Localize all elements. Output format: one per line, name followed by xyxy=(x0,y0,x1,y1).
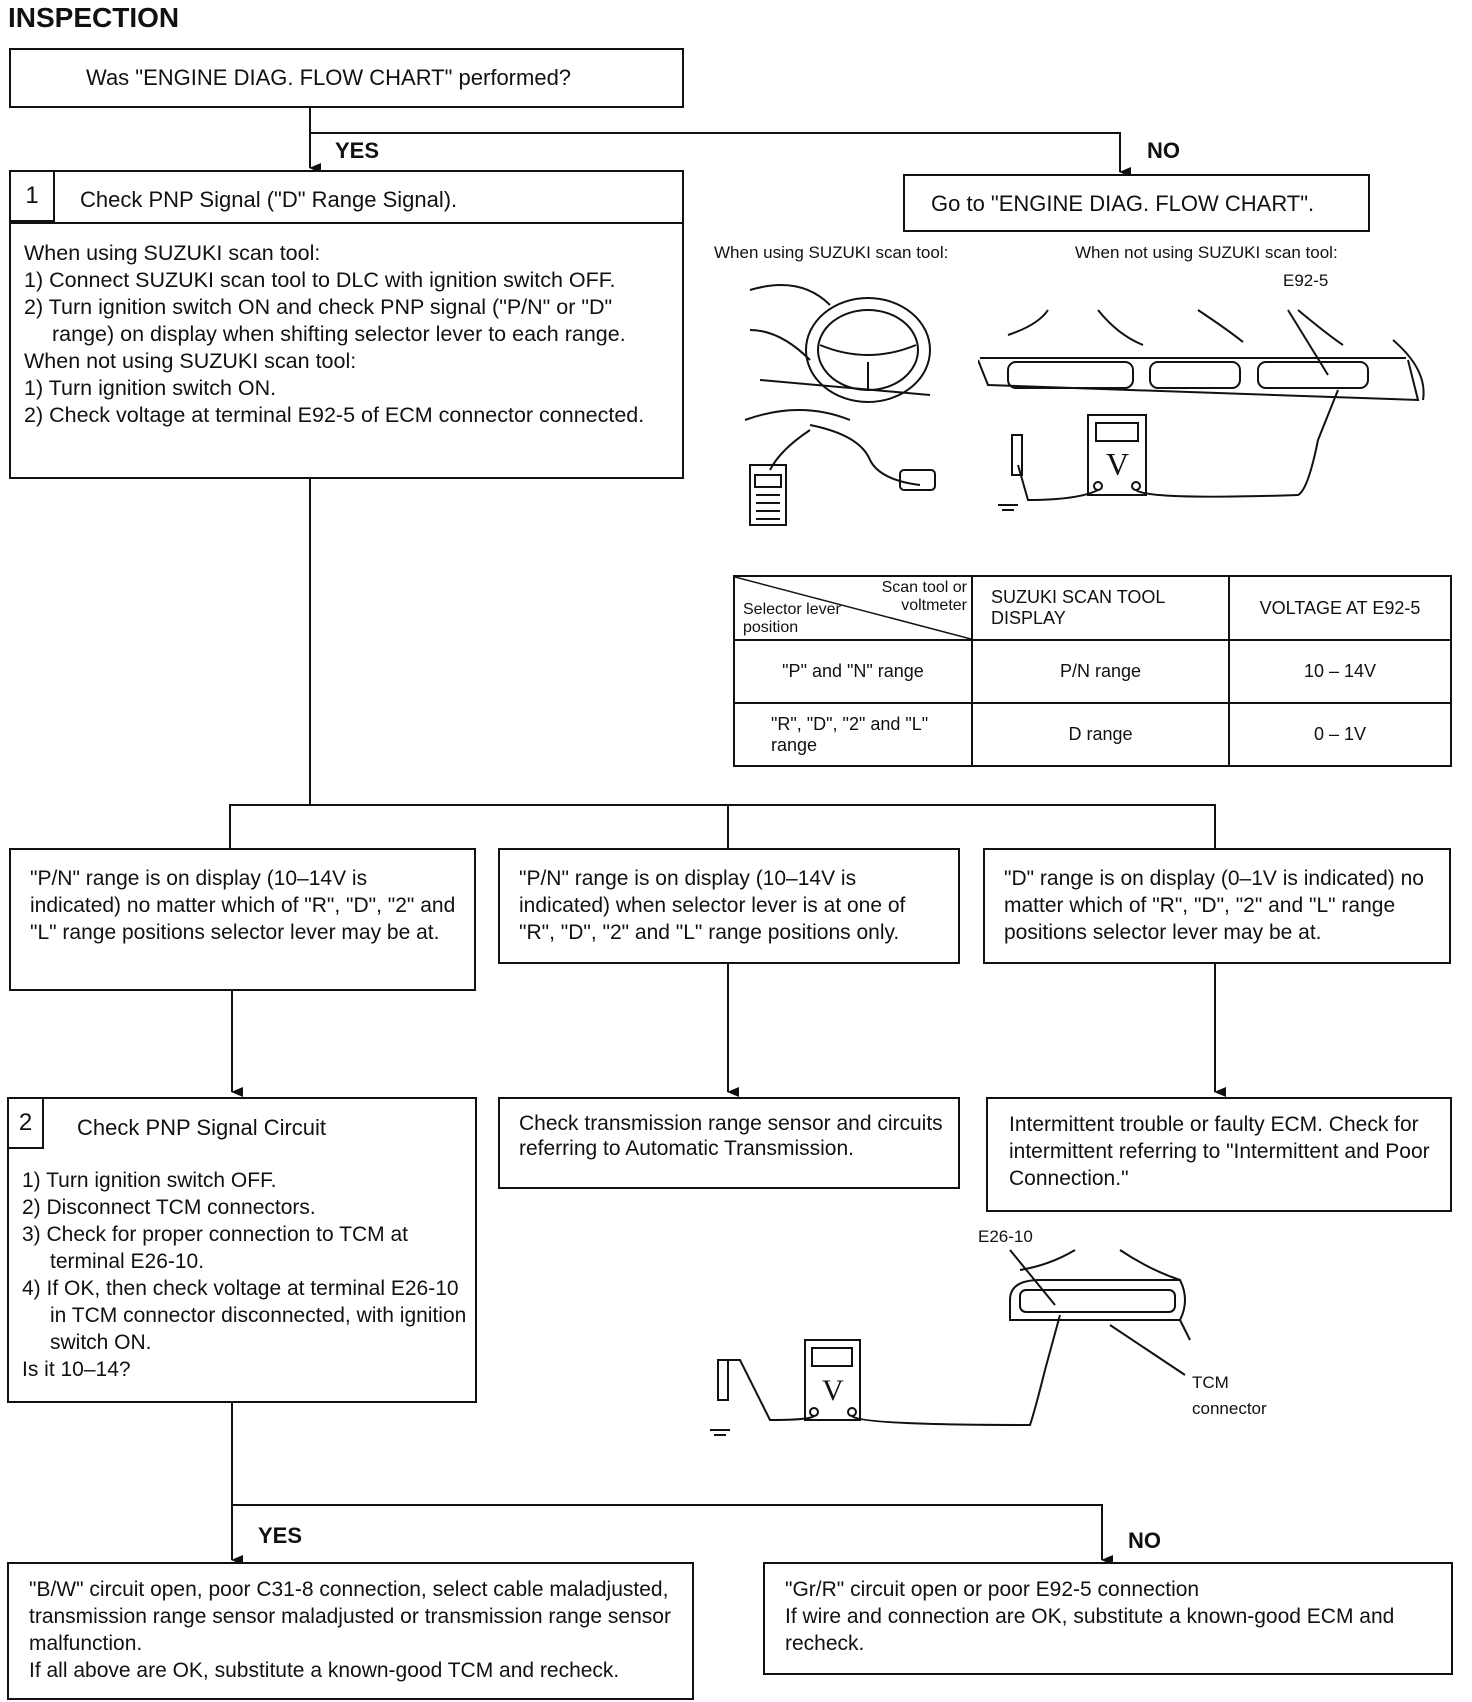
final-yes-box: "B/W" circuit open, poor C31-8 connectio… xyxy=(7,1562,694,1700)
noscan-steps: 1) Turn ignition switch ON. 2) Check vol… xyxy=(24,375,674,429)
result-box-right: "D" range is on display (0–1V is indicat… xyxy=(983,848,1451,964)
step2-question: Is it 10–14? xyxy=(22,1358,131,1381)
result-box-mid: "P/N" range is on display (10–14V is ind… xyxy=(498,848,960,964)
yes-label-1: YES xyxy=(335,138,380,163)
scan-step: 1) Connect SUZUKI scan tool to DLC with … xyxy=(24,268,616,292)
step1-title: Check PNP Signal ("D" Range Signal). xyxy=(80,187,458,212)
step2-body: 1) Turn ignition switch OFF. 2) Disconne… xyxy=(22,1167,472,1383)
yes-label-2: YES xyxy=(258,1523,303,1548)
step2-step: 4) If OK, then check voltage at terminal… xyxy=(22,1277,467,1354)
fig1-noscan-caption: When not using SUZUKI scan tool: xyxy=(1075,243,1338,262)
final-no-line2: If wire and connection are OK, substitut… xyxy=(785,1605,1395,1655)
step2-step: 2) Disconnect TCM connectors. xyxy=(22,1196,316,1219)
scan-heading: When using SUZUKI scan tool: xyxy=(24,241,321,265)
fig2-connector-label: TCM connector xyxy=(1192,1373,1267,1418)
no-label-2: NO xyxy=(1128,1528,1161,1553)
table-cell-display: P/N range xyxy=(971,639,1230,704)
final-no-text: "Gr/R" circuit open or poor E92-5 connec… xyxy=(785,1576,1440,1657)
step1-box: 1 Check PNP Signal ("D" Range Signal). W… xyxy=(9,170,684,479)
line-split xyxy=(229,804,1216,848)
noscan-heading: When not using SUZUKI scan tool: xyxy=(24,349,357,373)
step1-divider xyxy=(11,222,682,224)
table-cell-voltage: 10 – 14V xyxy=(1228,639,1452,704)
start-question: Was "ENGINE DIAG. FLOW CHART" performed? xyxy=(86,65,572,90)
step2-box: 2 Check PNP Signal Circuit 1) Turn ignit… xyxy=(7,1097,477,1403)
noscan-step: 2) Check voltage at terminal E92-5 of EC… xyxy=(24,403,645,427)
scan-steps: 1) Connect SUZUKI scan tool to DLC with … xyxy=(24,267,674,348)
fig1-scan-caption: When using SUZUKI scan tool: xyxy=(714,243,949,262)
result-left-text: "P/N" range is on display (10–14V is ind… xyxy=(30,867,456,944)
corner-bottom-label: Selector lever position xyxy=(743,601,841,636)
result-right-text: "D" range is on display (0–1V is indicat… xyxy=(1004,867,1424,944)
ecm-voltmeter-illustration: V xyxy=(978,309,1425,511)
goto-text: Go to "ENGINE DIAG. FLOW CHART". xyxy=(931,191,1315,216)
tcm-voltmeter-illustration: V xyxy=(710,1249,1191,1436)
step2-steps: 1) Turn ignition switch OFF. 2) Disconne… xyxy=(22,1167,472,1356)
table-corner-cell: Scan tool or voltmeter Selector lever po… xyxy=(733,575,973,641)
fig2-terminal-label: E26-10 xyxy=(978,1227,1033,1246)
final-yes-line2: If all above are OK, substitute a known-… xyxy=(29,1659,620,1682)
result-mid-text: "P/N" range is on display (10–14V is ind… xyxy=(519,867,906,944)
check-sensor-box: Check transmission range sensor and circ… xyxy=(498,1097,960,1189)
final-yes-text: "B/W" circuit open, poor C31-8 connectio… xyxy=(29,1576,679,1684)
scan-step: 2) Turn ignition switch ON and check PNP… xyxy=(24,295,626,346)
final-yes-line1: "B/W" circuit open, poor C31-8 connectio… xyxy=(29,1578,671,1655)
corner-top-label: Scan tool or voltmeter xyxy=(881,579,967,614)
goto-box: Go to "ENGINE DIAG. FLOW CHART". xyxy=(903,174,1370,232)
step1-number: 1 xyxy=(11,172,55,222)
arrow-no-1 xyxy=(310,132,1131,177)
intermittent-box: Intermittent trouble or faulty ECM. Chec… xyxy=(986,1097,1452,1212)
final-no-line1: "Gr/R" circuit open or poor E92-5 connec… xyxy=(785,1578,1200,1601)
scan-tool-illustration xyxy=(744,284,936,526)
page-title: INSPECTION xyxy=(8,2,180,33)
table-cell-display: D range xyxy=(971,702,1230,767)
final-no-box: "Gr/R" circuit open or poor E92-5 connec… xyxy=(763,1562,1453,1675)
fig2-meter-symbol: V xyxy=(822,1374,844,1407)
arrow-no-2 xyxy=(232,1504,1113,1565)
no-label-1: NO xyxy=(1147,138,1180,163)
table-cell-voltage: 0 – 1V xyxy=(1228,702,1452,767)
start-question-box: Was "ENGINE DIAG. FLOW CHART" performed? xyxy=(9,48,684,108)
step2-step: 1) Turn ignition switch OFF. xyxy=(22,1169,277,1192)
table-cell-pos: "R", "D", "2" and "L" range xyxy=(733,702,973,767)
corner-diagonal xyxy=(735,577,971,639)
table-header-voltage: VOLTAGE AT E92-5 xyxy=(1228,575,1452,641)
pnp-signal-table: Scan tool or voltmeter Selector lever po… xyxy=(733,575,1452,767)
step2-number: 2 xyxy=(9,1099,44,1149)
step1-body: When using SUZUKI scan tool: 1) Connect … xyxy=(24,240,674,429)
step2-step: 3) Check for proper connection to TCM at… xyxy=(22,1223,408,1273)
table-header-display: SUZUKI SCAN TOOL DISPLAY xyxy=(971,575,1230,641)
step2-title: Check PNP Signal Circuit xyxy=(77,1115,327,1140)
intermittent-text: Intermittent trouble or faulty ECM. Chec… xyxy=(1009,1113,1430,1190)
noscan-step: 1) Turn ignition switch ON. xyxy=(24,376,277,400)
check-sensor-text: Check transmission range sensor and circ… xyxy=(519,1112,943,1160)
fig1-terminal-label: E92-5 xyxy=(1283,271,1329,290)
table-cell-pos: "P" and "N" range xyxy=(733,639,973,704)
result-box-left: "P/N" range is on display (10–14V is ind… xyxy=(9,848,476,991)
fig1-meter-symbol: V xyxy=(1106,446,1129,482)
